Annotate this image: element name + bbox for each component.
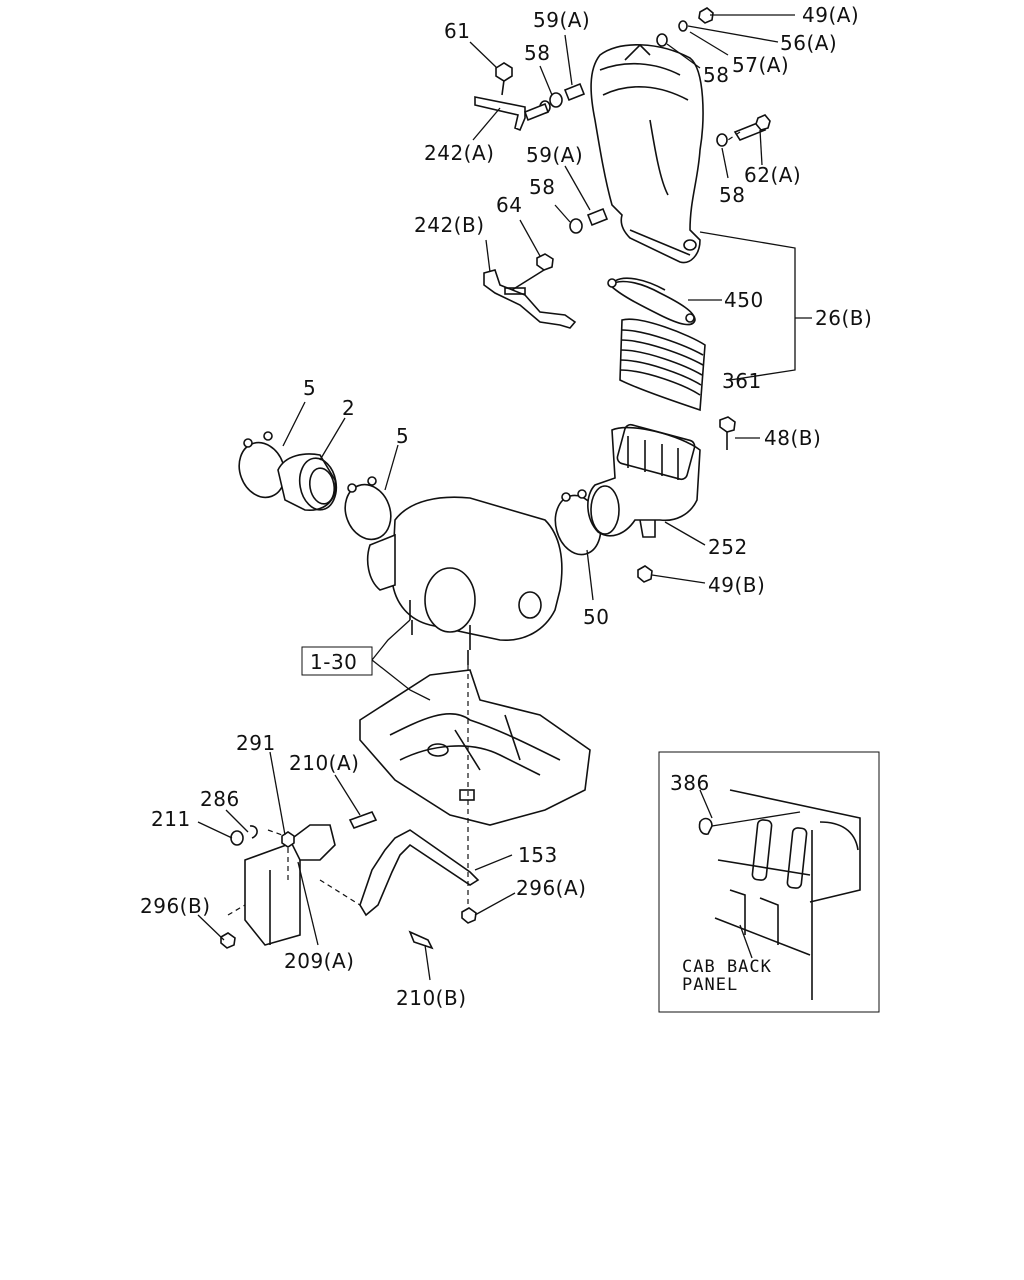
bolt-210b-icon [408,930,434,950]
label-cab-back: CAB BACK [682,957,772,977]
nut-49b-icon [637,565,653,583]
hose-2 [277,453,338,511]
nut-49a-icon [698,7,714,24]
inset-cab-back-panel: 386 CAB BACK PANEL [658,751,880,1013]
label-58-right: 58 [703,63,729,87]
hose-clamp-5-mid [344,476,392,541]
label-242a: 242(A) [424,141,494,165]
bracket-153 [359,829,480,917]
clip-286-icon [249,825,258,839]
label-64: 64 [496,193,522,217]
label-58-top: 58 [524,41,550,65]
label-50: 50 [583,605,609,629]
label-252: 252 [708,535,748,559]
label-291: 291 [236,731,276,755]
spacer-59a-mid-icon [586,207,609,227]
label-450: 450 [724,288,764,312]
label-62a: 62(A) [744,163,801,187]
hose-clamp-50 [554,489,602,556]
bracket-242a [474,96,526,132]
label-5-mid: 5 [396,424,409,448]
bolt-48b-icon [719,416,736,433]
label-5-left: 5 [303,376,316,400]
label-1-30: 1-30 [310,650,357,674]
label-56a: 56(A) [780,31,837,55]
label-2: 2 [342,396,355,420]
washer-58-mid-icon [569,218,583,234]
air-cleaner-body [366,496,563,665]
label-49a: 49(A) [802,3,859,27]
label-153: 153 [518,843,558,867]
bracket-242b [483,253,577,329]
bolt-64-icon [536,253,554,271]
label-242b: 242(B) [414,213,485,237]
alignment-lines [227,131,741,916]
label-49b: 49(B) [708,573,765,597]
label-48b: 48(B) [764,426,821,450]
label-59a-top: 59(A) [533,8,590,32]
callout-labels: 61 59(A) 49(A) 58 56(A) 57(A) 58 242(A) … [140,3,872,1010]
hose-clamp-450 [607,277,696,326]
label-210a: 210(A) [289,751,359,775]
hardware-top [474,7,771,234]
elbow-252 [587,416,736,583]
label-57a: 57(A) [732,53,789,77]
label-58-lower-right: 58 [719,183,745,207]
lower-bracket-assembly [220,811,480,950]
nut-296a-icon [461,907,477,924]
bolt-291-icon [281,831,295,848]
nut-296b-icon [220,932,236,949]
label-296a: 296(A) [516,876,586,900]
label-210b: 210(B) [396,986,467,1010]
bolt-210a-icon [348,811,378,829]
nut-211-icon [230,830,244,846]
label-361: 361 [722,369,762,393]
label-1-30-box [301,646,373,676]
mounting-tray [359,669,591,826]
bolt-61-icon [495,62,513,82]
spacer-59a-top-icon [563,82,586,102]
label-211: 211 [151,807,191,831]
bracket-209a [288,824,336,861]
label-286: 286 [200,787,240,811]
label-59a-mid: 59(A) [526,143,583,167]
label-panel: PANEL [682,975,738,995]
washer-58-top-icon [549,92,563,108]
label-296b: 296(B) [140,894,211,918]
label-61: 61 [444,19,470,43]
intake-duct-upper [590,43,704,264]
label-26b: 26(B) [815,306,872,330]
leader-lines [197,14,812,981]
bellows-hose-361 [619,318,706,412]
label-58-mid: 58 [529,175,555,199]
label-209a: 209(A) [284,949,354,973]
screw-386-icon [698,817,713,835]
label-386: 386 [670,771,710,795]
